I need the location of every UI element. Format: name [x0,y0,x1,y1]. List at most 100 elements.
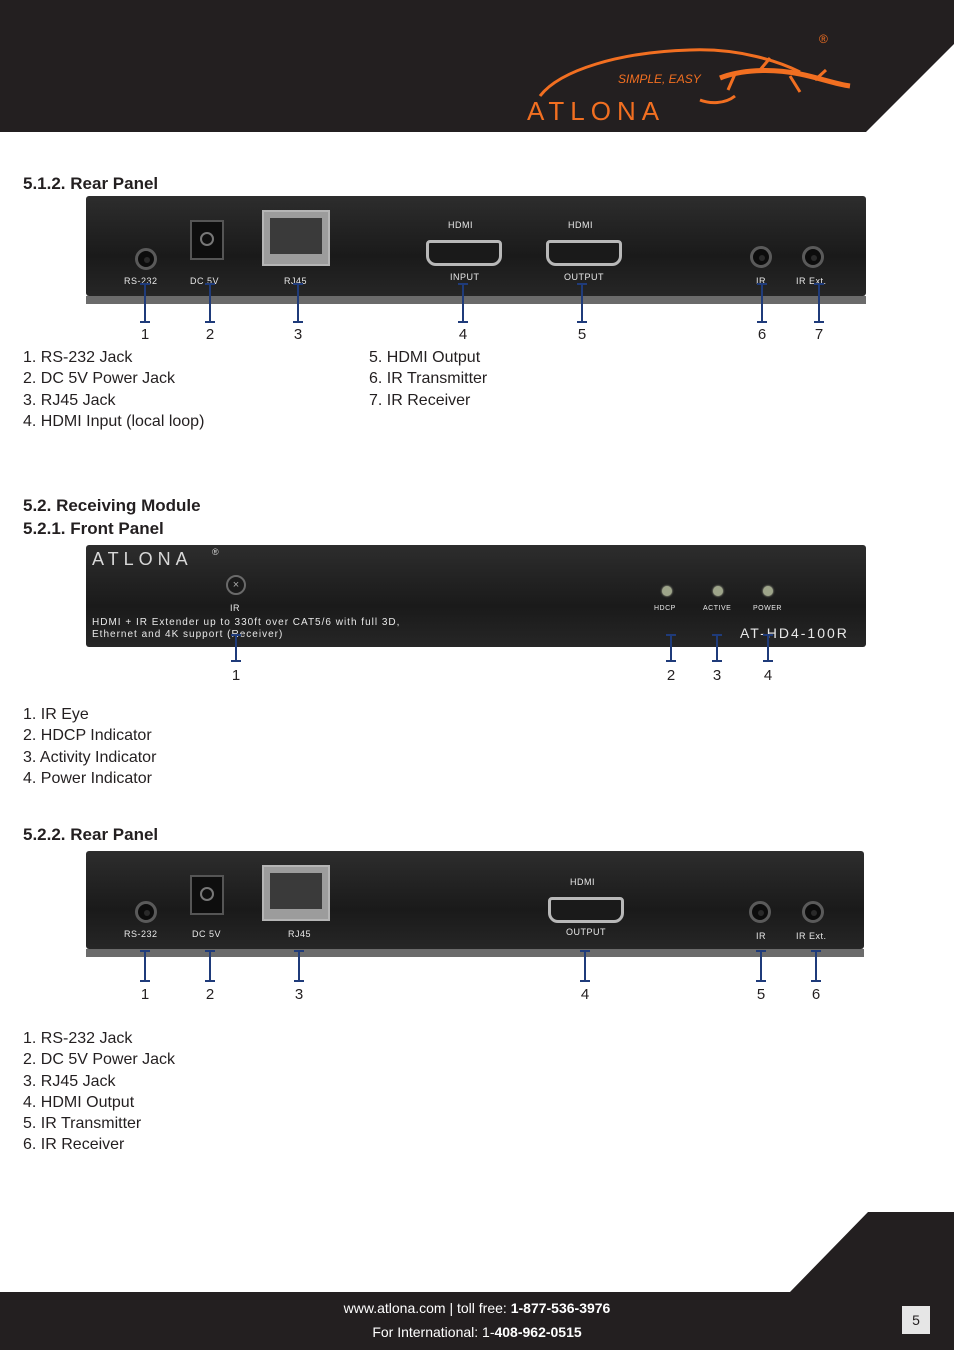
legend-item: 1. RS-232 Jack [23,349,133,366]
hdmi-top-label: HDMI [570,877,595,887]
active-led [713,586,723,596]
legend-item: 2. DC 5V Power Jack [23,1051,176,1069]
legend-item: 3. Activity Indicator [23,748,157,766]
callout-line-2 [205,283,215,323]
callout-number: 1 [231,667,241,684]
rj45-label: RJ45 [284,276,308,286]
callout-line-7 [814,283,824,323]
brand-logo: ATLONA [527,96,666,126]
callout-number: 2 [205,986,215,1003]
dc5v-label: DC 5V [190,276,220,286]
section-heading-512: 5.1.2. Rear Panel [23,174,159,193]
page-footer: www.atlona.com | toll free: 1-877-536-39… [0,1212,954,1350]
panel-base [86,949,864,957]
tollfree-prefix: | toll free: [445,1300,511,1316]
legend-item: 4. Power Indicator [23,769,152,787]
callout-line-1 [140,283,150,323]
callout-line-2 [205,950,215,982]
legend-item: 4. HDMI Output [23,1093,135,1111]
transmitter-rear-panel-image: RS-232 DC 5V RJ45 HDMI INPUT HDMI OUTPUT… [86,196,866,304]
legend-list-left: 1. RS-232 Jack 2. DC 5V Power Jack 3. RJ… [23,347,204,432]
legend-item: 3. RJ45 Jack [23,391,116,409]
rs232-jack [135,901,157,923]
brand-tagline: SIMPLE, EASY [618,72,701,86]
section-heading-521: 5.2.1. Front Panel [23,519,164,538]
dc5v-jack [190,875,224,915]
callout-line-3 [293,283,303,323]
hdmi-output-port [548,897,624,923]
callout-number: 4 [580,986,590,1003]
rj45-port [262,865,330,921]
power-led [763,586,773,596]
legend-list-right: 5. HDMI Output 6. IR Transmitter 7. IR R… [369,347,487,411]
panel-desc-line1: HDMI + IR Extender up to 330ft over CAT5… [92,617,401,628]
callout-line-2 [666,634,676,662]
website-link[interactable]: www.atlona.com [343,1300,446,1316]
legend-item: 3. RJ45 Jack [23,1072,116,1090]
section-heading-52: 5.2. Receiving Module [23,496,201,515]
rs232-label: RS-232 [124,929,158,939]
registered-mark: ® [819,32,828,46]
footer-bar [0,1212,954,1350]
hdmi-input-bottom-label: INPUT [450,272,480,282]
footer-contact-line: www.atlona.com | toll free: 1-877-536-39… [0,1300,954,1316]
section-heading-522: 5.2.2. Rear Panel [23,825,159,844]
legend-item: 5. IR Transmitter [23,1115,142,1133]
ir-label: IR [756,931,766,941]
irext-label: IR Ext. [796,276,827,286]
panel-registered: ® [212,547,219,557]
callout-number: 2 [666,667,676,684]
legend-list: 1. IR Eye 2. HDCP Indicator 3. Activity … [23,704,156,789]
ir-eye-icon: × [226,575,246,595]
hdmi-input-port [426,240,502,266]
callout-number: 5 [756,986,766,1003]
hdmi-output-bottom-label: OUTPUT [564,272,604,282]
legend-item: 5. HDMI Output [369,349,481,366]
intl-label: For International: 1- [372,1324,495,1340]
header-bar [0,0,954,132]
callout-number: 3 [712,667,722,684]
hdmi-output-top-label: HDMI [568,220,593,230]
hdmi-input-top-label: HDMI [448,220,473,230]
legend-item: 7. IR Receiver [369,391,471,409]
legend-list: 1. RS-232 Jack 2. DC 5V Power Jack 3. RJ… [23,1028,175,1156]
rs232-jack [135,248,157,270]
rj45-port [262,210,330,266]
panel-brand: ATLONA [92,549,193,569]
legend-item: 4. HDMI Input (local loop) [23,412,205,430]
receiver-rear-panel-image: RS-232 DC 5V RJ45 HDMI OUTPUT IR IR Ext. [86,851,864,957]
callout-number: 7 [814,326,824,343]
callout-line-6 [757,283,767,323]
panel-base [86,296,866,304]
callout-line-4 [580,950,590,982]
callout-number: 1 [140,326,150,343]
callout-line-5 [577,283,587,323]
receiver-front-panel-image: ATLONA ® × IR HDMI + IR Extender up to 3… [86,545,866,647]
ir-jack [749,901,771,923]
ir-jack [750,246,772,268]
irext-label: IR Ext. [796,931,827,941]
panel-desc-line2: Ethernet and 4K support (Receiver) [92,629,284,640]
callout-line-1 [140,950,150,982]
callout-number: 6 [811,986,821,1003]
page-number: 5 [902,1306,930,1334]
dc5v-jack [190,220,224,260]
hdmi-output-port [546,240,622,266]
callout-number: 6 [757,326,767,343]
callout-line-4 [763,634,773,662]
callout-line-5 [756,950,766,982]
model-label: AT-HD4-100R [740,625,849,641]
callout-number: 4 [458,326,468,343]
legend-item: 2. HDCP Indicator [23,727,152,745]
callout-line-1 [231,634,241,662]
hdcp-label: HDCP [654,605,676,612]
callout-line-4 [458,283,468,323]
footer-international-line: For International: 1-408-962-0515 [0,1324,954,1340]
ir-label: IR [756,276,766,286]
irext-jack [802,246,824,268]
callout-number: 5 [577,326,587,343]
dc5v-label: DC 5V [192,929,222,939]
legend-item: 2. DC 5V Power Jack [23,370,176,388]
panel-body [86,545,866,647]
intl-number: 408-962-0515 [494,1324,582,1340]
